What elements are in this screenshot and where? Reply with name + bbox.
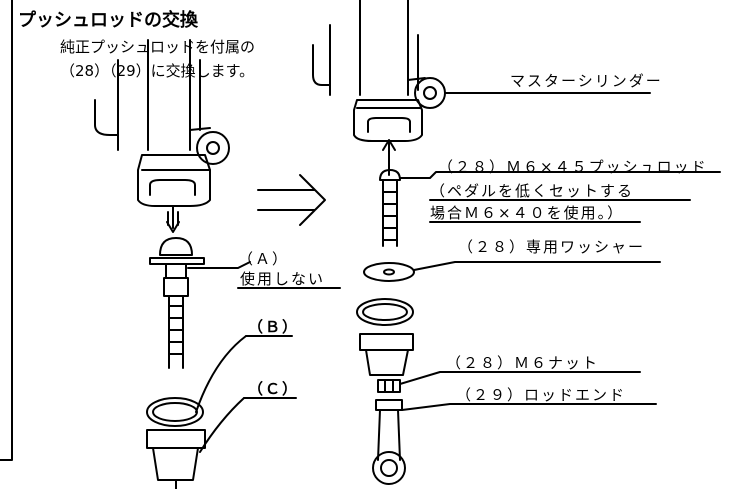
frame-border xyxy=(0,0,13,461)
left-boot-c xyxy=(146,429,206,489)
label-pushrod-note-1: （ペダルを低くセットする xyxy=(430,182,635,200)
heading-line-2: （28）（29）に交換します。 xyxy=(60,62,255,80)
leader-b xyxy=(195,335,247,413)
leader-rod-end xyxy=(401,403,657,411)
label-washer: （２８）専用ワッシャー xyxy=(458,238,646,256)
transition-arrow xyxy=(257,174,326,226)
leader-nut xyxy=(399,371,641,385)
left-original-pushrod xyxy=(149,237,205,369)
right-new-pushrod xyxy=(379,169,401,247)
label-a-unused: 使用しない xyxy=(240,270,326,288)
left-down-arrow xyxy=(166,205,180,233)
left-master-cylinder xyxy=(94,39,230,207)
label-c-part: （Ｃ） xyxy=(248,380,300,398)
heading-line-1: 純正プッシュロッドを付属の xyxy=(60,38,256,56)
leader-a xyxy=(187,261,251,269)
right-rod-end xyxy=(372,399,406,485)
left-down-arrow-shaft xyxy=(167,211,179,226)
label-nut: （２８）Ｍ６ナット xyxy=(446,354,600,372)
label-pushrod-m6x45: （２８）Ｍ６×４５プッシュロッド xyxy=(438,158,708,176)
leader-washer xyxy=(413,261,661,271)
right-nut xyxy=(377,379,401,393)
label-pushrod-note-2: 場合Ｍ６×４０を使用。） xyxy=(430,204,625,222)
label-rod-end: （２９）ロッドエンド xyxy=(456,386,627,404)
right-clip-ring xyxy=(356,298,414,326)
leader-c xyxy=(199,397,245,453)
right-boot xyxy=(359,333,414,376)
right-washer xyxy=(363,262,415,282)
right-master-cylinder xyxy=(312,0,446,142)
leader-bc-baselines xyxy=(243,335,297,399)
label-b-part: （Ｂ） xyxy=(248,318,300,336)
left-clip-ring-b xyxy=(146,397,204,427)
label-master-cylinder: マスターシリンダー xyxy=(510,72,663,90)
leader-pushrod xyxy=(399,171,721,179)
label-a-part: （Ａ） xyxy=(238,250,290,268)
heading-title: プッシュロッドの交換 xyxy=(18,10,198,31)
